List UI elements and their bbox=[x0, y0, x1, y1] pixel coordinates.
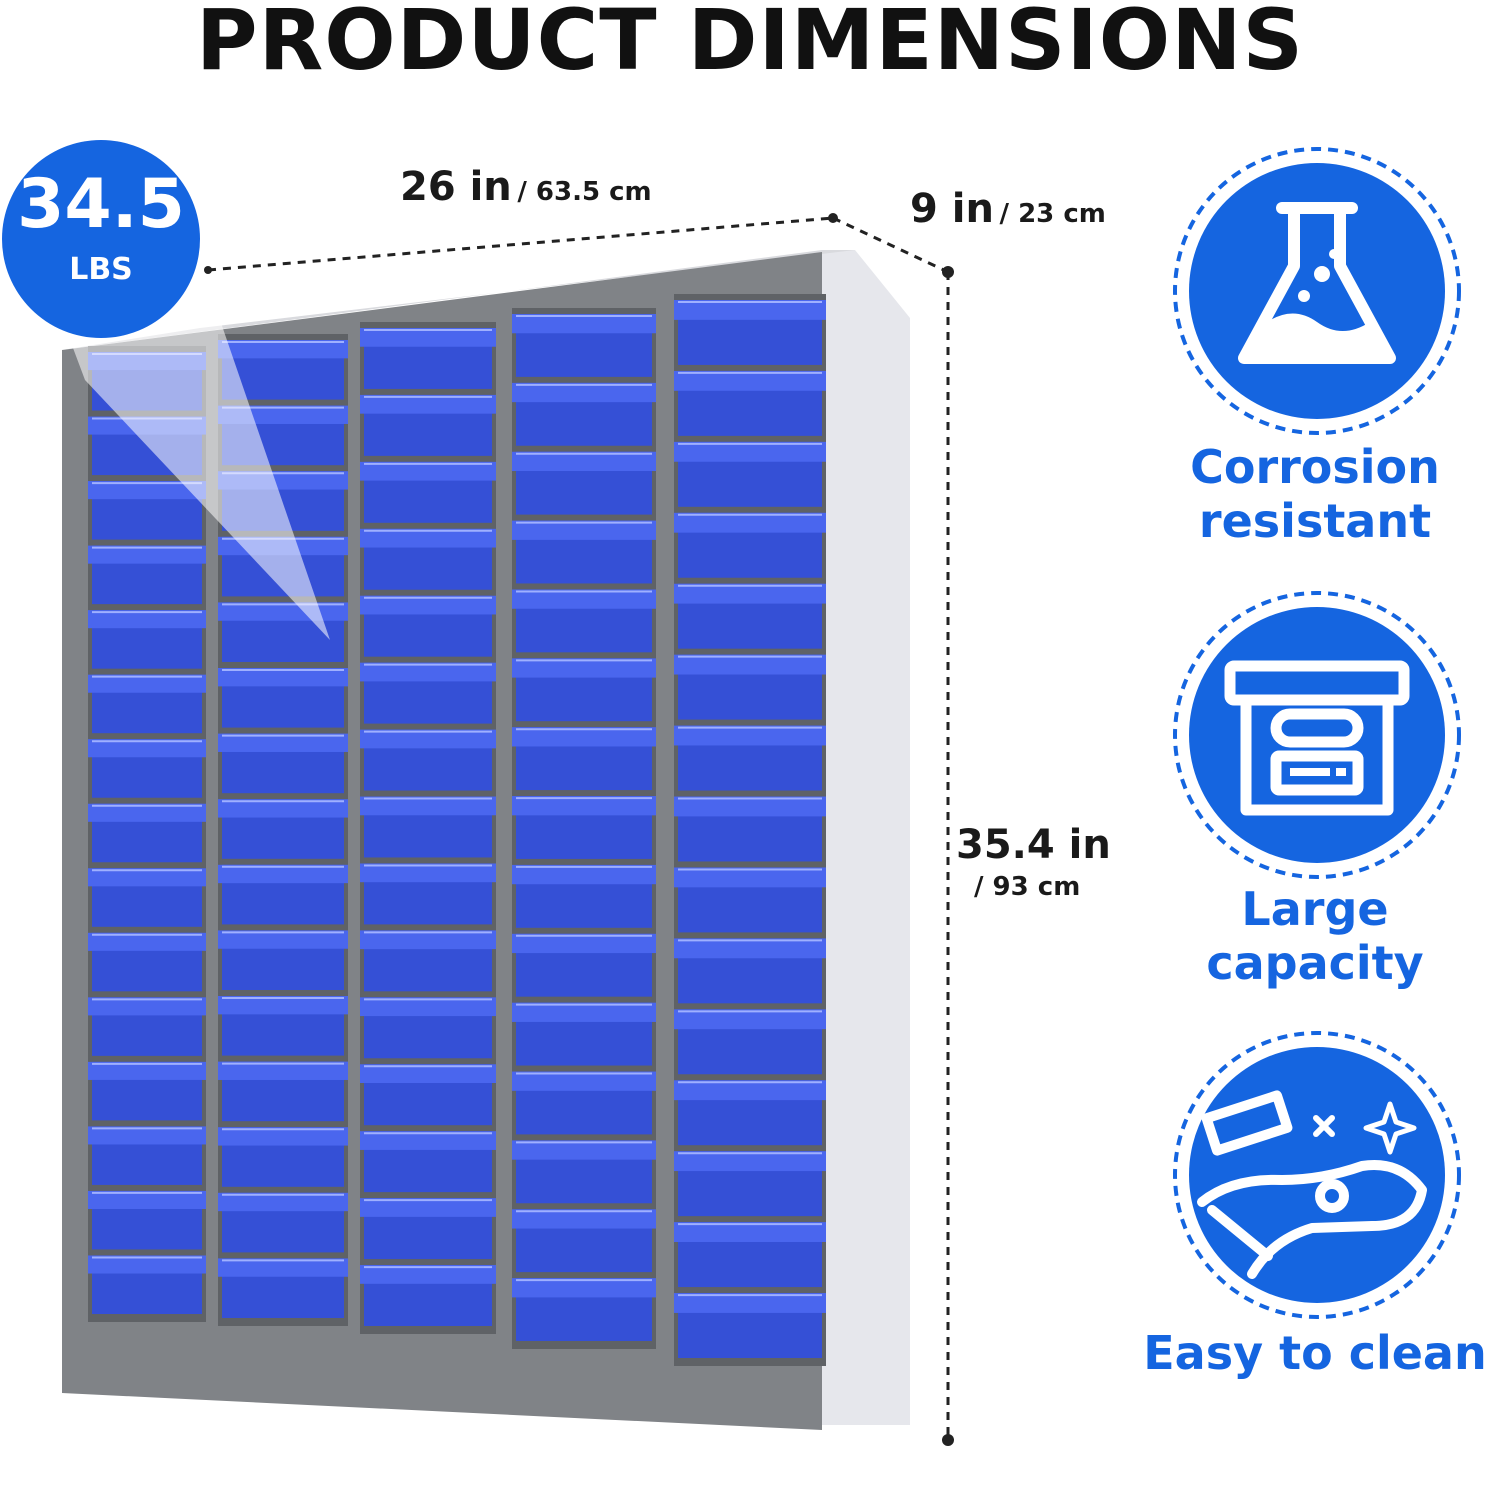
depth-imperial: 9 in bbox=[910, 186, 994, 232]
drawer-handle bbox=[218, 799, 348, 818]
drawer-handle bbox=[360, 863, 496, 883]
feature-label-capacity: Large capacity bbox=[1206, 882, 1424, 990]
page-title: PRODUCT DIMENSIONS bbox=[196, 0, 1304, 89]
drawer-handle bbox=[88, 610, 206, 629]
drawer-handle bbox=[512, 1002, 656, 1022]
drawer-handle bbox=[88, 1061, 206, 1080]
height-metric: / 93 cm bbox=[974, 872, 1081, 902]
drawer-handle bbox=[360, 328, 496, 347]
drawer-handle bbox=[360, 729, 496, 749]
drawer-handle bbox=[674, 300, 826, 320]
drawer-handle bbox=[360, 662, 496, 682]
drawer-handle bbox=[674, 512, 826, 533]
height-imperial: 35.4 in bbox=[956, 822, 1111, 868]
drawer-handle bbox=[674, 938, 826, 959]
drawer-handle bbox=[512, 382, 656, 403]
drawer-handle bbox=[674, 370, 826, 391]
drawer-handle bbox=[512, 864, 656, 885]
drawer-handle bbox=[512, 314, 656, 334]
drawer-handle bbox=[88, 803, 206, 822]
drawer-handle bbox=[360, 1131, 496, 1150]
drawer-handle bbox=[360, 1064, 496, 1084]
drawer-handle bbox=[218, 1258, 348, 1277]
weight-badge: 34.5 LBS bbox=[2, 140, 200, 338]
cleaning-hand-icon bbox=[1173, 1031, 1461, 1319]
drawer-handle bbox=[360, 1198, 496, 1217]
drawer-handle bbox=[88, 997, 206, 1016]
drawer-handle bbox=[512, 1278, 656, 1298]
drawer-handle bbox=[88, 674, 206, 693]
drawer-handle bbox=[88, 1126, 206, 1145]
drawer-handle bbox=[360, 528, 496, 548]
depth-metric: / 23 cm bbox=[999, 199, 1106, 229]
drawer-handle bbox=[674, 441, 826, 462]
drawer-handle bbox=[218, 930, 348, 949]
drawer-handle bbox=[674, 725, 826, 746]
drawer-handle bbox=[512, 1209, 656, 1229]
height-label: 35.4 in / 93 cm bbox=[956, 822, 1111, 902]
width-dimension-dot-left bbox=[204, 266, 212, 274]
drawer-handle bbox=[218, 668, 348, 687]
drawer-handle bbox=[512, 933, 656, 954]
drawer-handle bbox=[512, 1140, 656, 1160]
drawer-handle bbox=[88, 739, 206, 758]
drawer-handle bbox=[360, 796, 496, 816]
drawer-handle bbox=[218, 864, 348, 884]
drawer-handle bbox=[360, 997, 496, 1017]
drawer-grid bbox=[88, 294, 826, 1366]
drawer-handle bbox=[88, 868, 206, 887]
depth-dimension-line bbox=[832, 216, 949, 274]
feature-label-clean: Easy to clean bbox=[1143, 1326, 1487, 1380]
drawer-handle bbox=[674, 796, 826, 817]
drawer-handle bbox=[674, 583, 826, 604]
drawer-handle bbox=[674, 1151, 826, 1172]
drawer-handle bbox=[512, 1071, 656, 1091]
drawer-handle bbox=[674, 1222, 826, 1242]
drawer-handle bbox=[88, 481, 206, 500]
drawer-handle bbox=[512, 727, 656, 747]
drawer-handle bbox=[218, 996, 348, 1015]
width-metric: / 63.5 cm bbox=[517, 177, 652, 207]
drawer-handle bbox=[512, 451, 656, 472]
drawer-handle bbox=[512, 658, 656, 678]
drawer-handle bbox=[512, 589, 656, 609]
drawer-handle bbox=[88, 545, 206, 564]
storage-box-icon bbox=[1173, 591, 1461, 879]
feature-label-corrosion: Corrosion resistant bbox=[1190, 440, 1440, 548]
depth-label: 9 in / 23 cm bbox=[910, 186, 1106, 232]
drawer-handle bbox=[218, 733, 348, 752]
weight-value: 34.5 bbox=[17, 165, 185, 244]
drawer-handle bbox=[674, 654, 826, 675]
cabinet-side-panel bbox=[822, 250, 910, 1425]
drawer-handle bbox=[88, 1190, 206, 1210]
drawer-handle bbox=[88, 932, 206, 951]
width-imperial: 26 in bbox=[400, 164, 512, 210]
drawer-handle bbox=[218, 340, 348, 359]
drawer-handle bbox=[360, 394, 496, 414]
flask-icon bbox=[1173, 147, 1461, 435]
drawer-handle bbox=[674, 1080, 826, 1101]
drawer-handle bbox=[88, 1255, 206, 1274]
drawer-handle bbox=[512, 520, 656, 540]
drawer-handle bbox=[218, 1061, 348, 1080]
drawer-handle bbox=[360, 930, 496, 950]
glare-highlight bbox=[70, 320, 330, 640]
drawer-handle bbox=[674, 867, 826, 888]
drawer-handle bbox=[360, 461, 496, 481]
drawer-handle bbox=[674, 1009, 826, 1030]
drawer-handle bbox=[218, 1192, 348, 1212]
drawer-handle bbox=[360, 1265, 496, 1284]
drawer-handle bbox=[360, 595, 496, 615]
width-label: 26 in / 63.5 cm bbox=[400, 164, 652, 210]
weight-unit: LBS bbox=[69, 252, 133, 287]
drawer-handle bbox=[512, 796, 656, 816]
drawer-handle bbox=[674, 1293, 826, 1313]
drawer-handle bbox=[218, 1127, 348, 1146]
height-dimension-dot bbox=[942, 1434, 954, 1446]
